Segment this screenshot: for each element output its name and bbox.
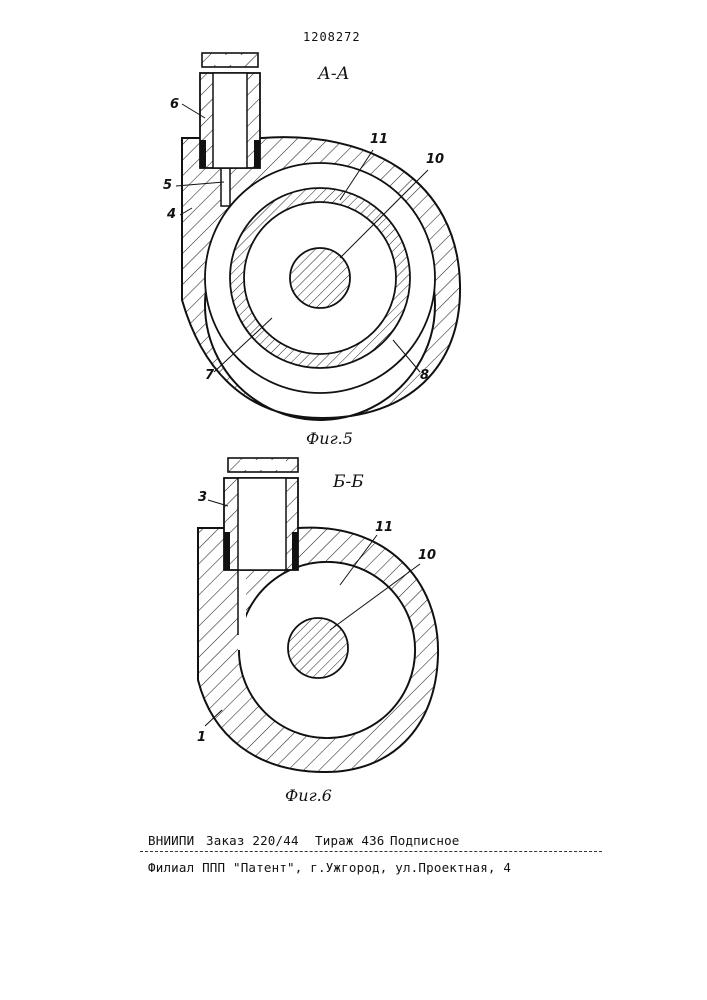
fig6-label-3: 3 xyxy=(198,490,207,505)
footer-org: ВНИИПИ xyxy=(148,833,194,848)
fig5-label-5: 5 xyxy=(163,178,172,193)
fig6-section-label: Б-Б xyxy=(333,472,364,492)
fig5-label-10: 10 xyxy=(426,152,444,167)
footer-address: Филиал ППП "Патент", г.Ужгород, ул.Проек… xyxy=(148,860,511,875)
fig6-label-1: 1 xyxy=(197,730,206,745)
fig5-label-7: 7 xyxy=(205,368,214,383)
fig5-label-11: 11 xyxy=(370,132,388,147)
fig5-label-8: 8 xyxy=(420,368,429,383)
fig5-section-label: А-А xyxy=(318,64,350,84)
fig6-label-10: 10 xyxy=(418,548,436,563)
footer-print-run: Тираж 436 xyxy=(315,833,385,848)
figure-5 xyxy=(176,53,460,420)
fig6-caption: Фиг.6 xyxy=(285,786,332,805)
fig5-caption: Фиг.5 xyxy=(306,429,353,448)
fig5-label-6: 6 xyxy=(170,97,179,112)
footer-subscription: Подписное xyxy=(390,833,460,848)
fig6-label-11: 11 xyxy=(375,520,393,535)
figure-6 xyxy=(198,458,438,772)
fig5-label-4: 4 xyxy=(167,207,176,222)
footer-divider xyxy=(140,851,602,852)
footer-order: Заказ 220/44 xyxy=(206,833,299,848)
fig6-rod-10 xyxy=(288,618,348,678)
fig5-channel-5 xyxy=(221,166,230,206)
